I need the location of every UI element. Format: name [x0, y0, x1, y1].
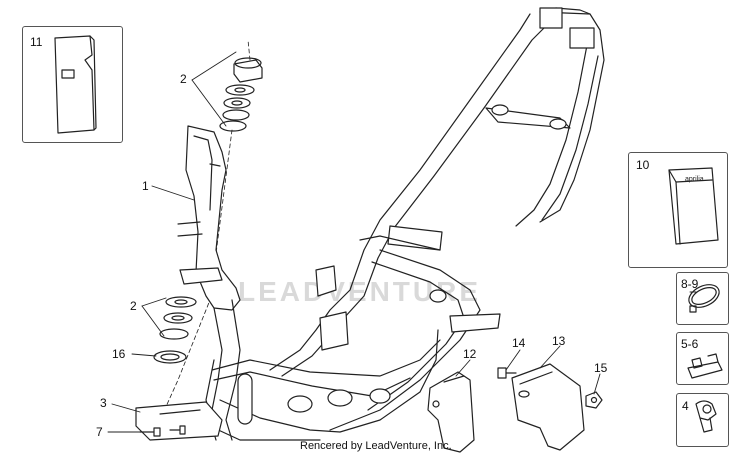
callout-4[interactable]: 4 [682, 399, 689, 413]
callout-3[interactable]: 3 [100, 396, 107, 410]
callout-10[interactable]: 10 [636, 158, 650, 172]
ring-part-16 [153, 350, 187, 364]
callout-2-top[interactable]: 2 [180, 72, 187, 86]
callout-11[interactable]: 11 [30, 35, 43, 49]
bolt-part-7 [139, 425, 186, 437]
bearing-stack-mid [159, 296, 197, 340]
leader-lines [107, 51, 697, 433]
part-10-pouch-icon: aprilia [668, 167, 719, 245]
part-5-6-clip-icon [687, 353, 723, 379]
callout-1[interactable]: 1 [142, 179, 149, 193]
part-11-card-icon [54, 35, 97, 134]
main-frame [205, 7, 605, 441]
bolt-part-14 [497, 367, 517, 379]
callout-15[interactable]: 15 [594, 361, 608, 375]
part-4-clip-icon [695, 400, 717, 433]
box-part-5-6[interactable] [676, 332, 729, 385]
render-credit: Rencered by LeadVenture, Inc. [300, 440, 452, 452]
cover-part-12 [427, 371, 475, 453]
lower-plate-part-3 [135, 401, 223, 441]
callout-13[interactable]: 13 [552, 334, 566, 348]
callout-7[interactable]: 7 [96, 425, 103, 439]
callout-5-6[interactable]: 5-6 [681, 337, 699, 351]
callout-16[interactable]: 16 [112, 347, 126, 361]
callout-14[interactable]: 14 [512, 336, 526, 350]
part-8-9-clamp-icon [688, 284, 720, 313]
steering-tube-part-1 [177, 125, 241, 311]
shield-part-13 [511, 363, 585, 451]
box-part-8-9[interactable] [676, 272, 729, 325]
callout-2-mid[interactable]: 2 [130, 299, 137, 313]
callout-8-9[interactable]: 8-9 [681, 277, 699, 291]
svg-text:aprilia: aprilia [685, 176, 704, 183]
bearing-stack-top [219, 57, 263, 132]
callout-12[interactable]: 12 [463, 347, 477, 361]
